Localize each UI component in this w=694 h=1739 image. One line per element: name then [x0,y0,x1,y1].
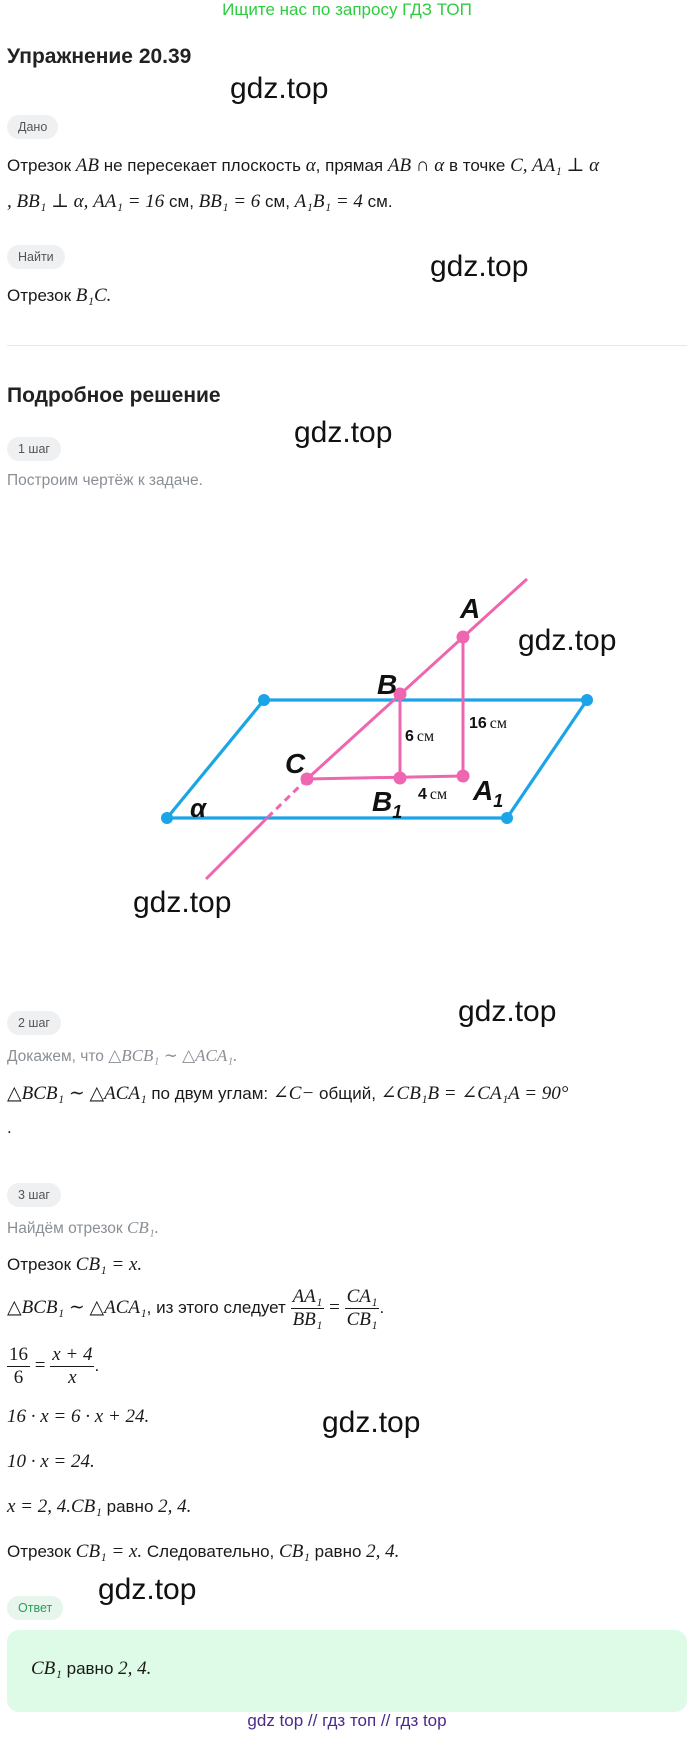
step3-line6: x = 2, 4.CB₁ равно 2, 4. [7,1496,192,1517]
watermark: gdz.top [230,72,329,105]
answer-text: CB₁ равно 2, 4. [31,1658,152,1679]
label-a1: A1 [472,775,503,811]
step3-pill: 3 шаг [7,1183,61,1207]
answer-pill: Ответ [7,1596,64,1620]
step3-line4: 16 · x = 6 · x + 24. [7,1406,150,1427]
top-banner[interactable]: Ищите нас по запросу ГДЗ ТОП [222,0,472,19]
step2-text: Докажем, что △BCB₁ ∼ △ACA₁. [7,1046,238,1065]
point-a [456,630,470,644]
watermark: gdz.top [518,624,617,657]
point-b [393,687,407,701]
point-a1 [456,769,470,783]
label-c: C [285,748,306,779]
footer-links[interactable]: gdz top // гдз топ // гдз top [247,1711,447,1730]
label-b: B [377,669,397,700]
step1-text: Построим чертёж к задаче. [7,472,203,489]
watermark: gdz.top [98,1573,197,1606]
step3-text: Найдём отрезок CB₁. [7,1218,159,1237]
exercise-title: Упражнение 20.39 [7,45,192,68]
divider [7,345,687,346]
given-pill: Дано [7,115,59,139]
watermark: gdz.top [322,1406,421,1439]
plane-alpha [161,694,593,824]
step3-line5: 10 · x = 24. [7,1451,95,1472]
label-b1: B1 [372,786,402,822]
step2-pill: 2 шаг [7,1011,61,1035]
point-b1 [393,771,407,785]
step2-dot: . [7,1118,12,1137]
point-c [300,772,314,786]
given-line-2: , BB₁ ⊥ α, AA₁ = 16 см, BB₁ = 6 см, A₁B₁… [7,191,393,212]
watermark: gdz.top [458,995,557,1028]
watermark: gdz.top [294,416,393,449]
label-alpha: α [190,793,208,823]
line-ab [204,577,529,881]
solution-title: Подробное решение [7,384,221,407]
step1-pill: 1 шаг [7,437,61,461]
watermark: gdz.top [430,250,529,283]
watermark: gdz.top [133,886,232,919]
step2-line: △BCB₁ ∼ △ACA₁ по двум углам: ∠C− общий, … [7,1083,569,1104]
given-line-1: Отрезок AB не пересекает плоскость α, пр… [7,155,600,176]
find-pill: Найти [7,245,65,269]
step3-line1: Отрезок CB₁ = x. [7,1254,143,1275]
find-text: Отрезок B₁C. [7,285,112,306]
label-a: A [459,593,480,624]
step3-line7: Отрезок CB₁ = x. Следовательно, CB₁ равн… [7,1541,400,1562]
perpendiculars [306,637,465,781]
answer-box [7,1630,687,1712]
